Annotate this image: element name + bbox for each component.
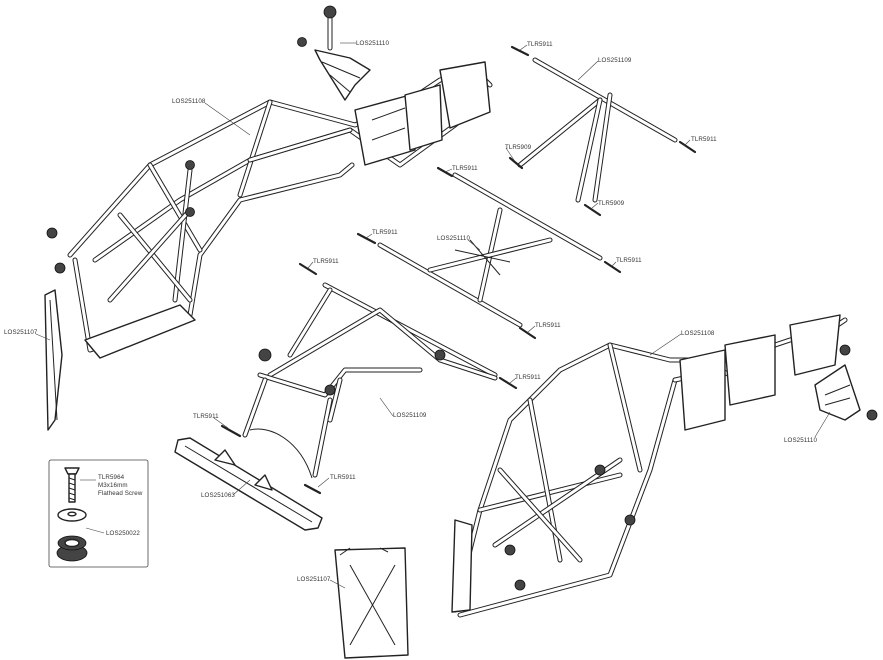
- part-callouts: LOS251110 LOS251108 LOS251109 TLR5911 TL…: [4, 40, 831, 589]
- roll-cage-left-section: [46, 37, 493, 359]
- mount-bracket-right: [814, 364, 878, 421]
- callout-tlr5911-d: TLR5911: [372, 229, 398, 236]
- legend-screw-size: M3x16mm: [98, 482, 128, 489]
- callout-los251108-top: LOS251108: [172, 98, 206, 105]
- callout-los251110-top: LOS251110: [356, 40, 389, 47]
- callout-tlr5911-f: TLR5911: [313, 258, 339, 265]
- rubber-grommet-icon: [56, 535, 88, 562]
- callout-tlr5909-a: TLR5909: [505, 144, 532, 151]
- callout-los251107-left: LOS251107: [4, 329, 38, 336]
- callout-tlr5909-b: TLR5909: [598, 200, 625, 207]
- callout-los251110-mid: LOS251110: [437, 235, 470, 242]
- side-panel-bottom: [334, 547, 409, 659]
- callout-tlr5911-i: TLR5911: [193, 413, 219, 420]
- callout-los251107-bottom: LOS251107: [297, 576, 331, 583]
- t-bar-brace-top: [508, 45, 697, 217]
- callout-tlr5911-e: TLR5911: [616, 257, 642, 264]
- legend-screw-code: TLR5964: [98, 474, 125, 481]
- callout-tlr5911-b: TLR5911: [691, 136, 717, 143]
- roll-cage-right-section: [451, 314, 851, 618]
- legend-washer-code: LOS250022: [106, 530, 140, 537]
- mount-bracket-top: [314, 5, 371, 101]
- floor-frame-middle: [220, 262, 518, 495]
- callout-tlr5911-j: TLR5911: [330, 474, 356, 481]
- callout-tlr5911-c: TLR5911: [452, 165, 478, 172]
- hardware-legend: TLR5964 M3x16mm Flathead Screw LOS250022: [48, 459, 149, 568]
- callout-los251108-right: LOS251108: [681, 330, 715, 337]
- legend-screw-type: Flathead Screw: [98, 490, 143, 497]
- callout-los251063: LOS251063: [201, 492, 235, 499]
- bumper-bar: [174, 437, 323, 531]
- callout-tlr5911-h: TLR5911: [515, 374, 541, 381]
- callout-tlr5911-a: TLR5911: [527, 41, 553, 48]
- side-panel-left: [44, 289, 63, 431]
- flathead-screw-icon: [64, 467, 80, 503]
- callout-tlr5911-g: TLR5911: [535, 322, 561, 329]
- callout-los251109-top: LOS251109: [598, 57, 632, 64]
- cup-washer-icon: [57, 508, 87, 522]
- callout-los251109-mid: LOS251109: [393, 412, 427, 419]
- callout-los251110-right: LOS251110: [784, 437, 817, 444]
